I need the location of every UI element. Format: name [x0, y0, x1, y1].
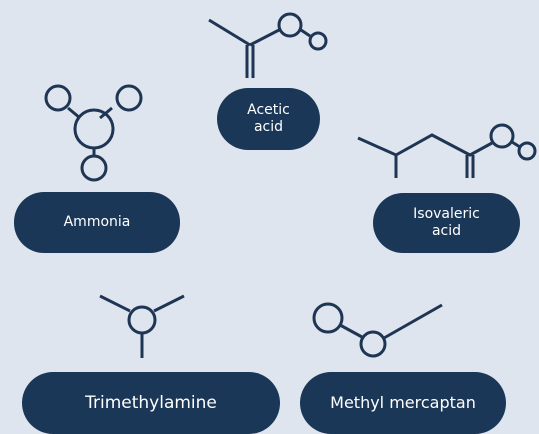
acetic-acid-label: Acetic acid — [217, 88, 320, 150]
methyl-mercaptan-structure — [312, 302, 443, 358]
isovaleric-hydrogen-atom — [517, 141, 537, 161]
ammonia-label: Ammonia — [14, 192, 180, 253]
methyl-mercaptan-methyl-bond — [383, 303, 443, 340]
ammonia-hydrogen-atom-left — [44, 84, 72, 112]
ammonia-hydrogen-atom-bottom — [80, 154, 108, 182]
acetic-carbon-oxygen-bond — [249, 28, 280, 47]
trimethylamine-structure — [99, 294, 185, 358]
acetic-acid-structure — [208, 12, 328, 78]
acetic-methyl-bond — [208, 18, 251, 47]
isovaleric-acid-label: Isovaleric acid — [373, 193, 520, 253]
isovaleric-oxygen-hydrogen-bond — [511, 140, 521, 149]
isovaleric-oxygen-atom — [489, 123, 515, 149]
acetic-oxygen-atom — [277, 12, 303, 38]
methyl-mercaptan-label: Methyl mercaptan — [300, 372, 506, 434]
methyl-mercaptan-sulfur-atom — [312, 302, 344, 334]
trimethylamine-nitrogen-atom — [127, 305, 157, 335]
methyl-mercaptan-sulfur-bond — [339, 323, 363, 339]
trimethylamine-bond-left — [99, 294, 131, 313]
ammonia-nitrogen-atom — [73, 108, 115, 150]
trimethylamine-label: Trimethylamine — [22, 372, 280, 434]
acetic-oxygen-hydrogen-bond — [300, 28, 311, 38]
methyl-mercaptan-carbon-atom — [359, 330, 387, 358]
isovaleric-carbon-chain — [357, 133, 493, 157]
trimethylamine-bond-right — [153, 294, 185, 313]
acetic-hydrogen-atom — [308, 31, 328, 51]
ammonia-structure — [44, 84, 143, 182]
ammonia-hydrogen-atom-right — [115, 84, 143, 112]
isovaleric-acid-structure — [357, 123, 537, 178]
